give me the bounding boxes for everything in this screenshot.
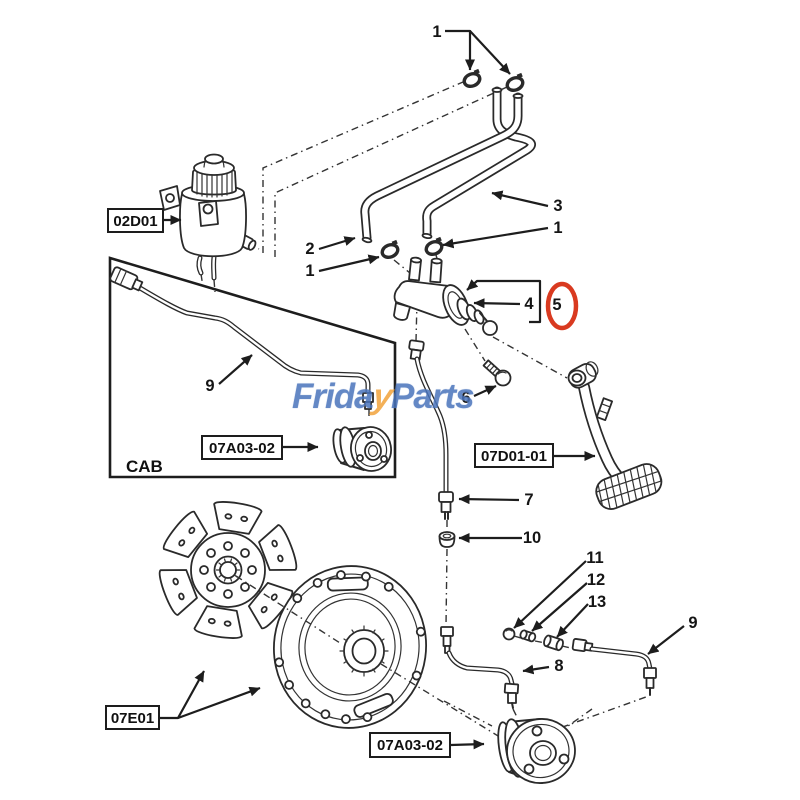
hose-2 xyxy=(360,87,524,244)
callout-9-right: 9 xyxy=(688,614,697,632)
callout-13: 13 xyxy=(588,593,606,611)
cab-release-bearing xyxy=(332,426,392,472)
pressure-plate xyxy=(273,565,427,729)
callout-4: 4 xyxy=(524,295,534,313)
axis-dash-lines xyxy=(235,575,504,740)
callout-8: 8 xyxy=(554,657,563,675)
ref-box-clutch: 07E01 xyxy=(105,670,261,730)
ref-box-reservoir-label: 02D01 xyxy=(113,213,157,230)
callout-10: 10 xyxy=(523,529,541,547)
callout-2: 2 xyxy=(305,240,314,258)
cab-pipe-9 xyxy=(109,266,374,410)
highlight-oval xyxy=(545,281,579,331)
callout-12: 12 xyxy=(587,571,605,589)
ref-box-reservoir: 02D01 xyxy=(107,208,182,233)
ref-box-cab-bearing-label: 07A03-02 xyxy=(209,440,275,457)
callout-1-top: 1 xyxy=(432,23,441,41)
ref-box-pedal: 07D01-01 xyxy=(474,443,596,468)
callout-5: 5 xyxy=(552,296,561,314)
release-bearing xyxy=(497,718,576,784)
callout-11: 11 xyxy=(586,549,603,567)
callout-7: 7 xyxy=(524,491,533,509)
union-12 xyxy=(519,629,537,643)
ref-box-cab-bearing: 07A03-02 xyxy=(201,435,319,460)
callout-3: 3 xyxy=(553,197,562,215)
callout-numbers: 1 3 1 2 1 4 5 6 7 10 11 12 13 9 8 xyxy=(305,23,697,675)
clutch-pedal xyxy=(567,361,664,513)
clutch-disc-pads xyxy=(158,501,298,639)
callout-leaders xyxy=(318,29,685,675)
hose-7 xyxy=(408,339,454,520)
callout-1-mid: 1 xyxy=(553,219,562,237)
ref-box-release-bearing: 07A03-02 xyxy=(369,732,485,758)
callout-1-left: 1 xyxy=(305,262,314,280)
clutch-disc xyxy=(158,501,298,639)
callout-6: 6 xyxy=(461,389,470,407)
pedal-pad xyxy=(595,460,664,513)
ref-box-pedal-label: 07D01-01 xyxy=(481,448,547,465)
ref-box-clutch-label: 07E01 xyxy=(111,710,154,727)
grommet-10 xyxy=(438,531,456,548)
clamp-top-right xyxy=(505,72,525,93)
nut-13 xyxy=(543,634,564,652)
hose-3 xyxy=(422,86,536,239)
callout-9-cab: 9 xyxy=(205,377,214,395)
cab-inset: 07A03-02 CAB 9 xyxy=(108,256,397,479)
cab-zone-label: CAB xyxy=(126,457,163,476)
clamp-top-left xyxy=(462,68,482,89)
pipe-9 xyxy=(571,638,657,696)
fluid-reservoir xyxy=(159,153,257,281)
clamp-lower-right xyxy=(424,236,444,257)
ball-11 xyxy=(502,627,516,641)
pipe-8 xyxy=(440,626,520,709)
ref-box-release-bearing-label: 07A03-02 xyxy=(377,737,443,754)
master-cylinder xyxy=(393,256,498,336)
clutch-disc-holes xyxy=(199,541,257,599)
bolt-6 xyxy=(482,359,512,387)
clamp-lower-left xyxy=(380,239,400,260)
